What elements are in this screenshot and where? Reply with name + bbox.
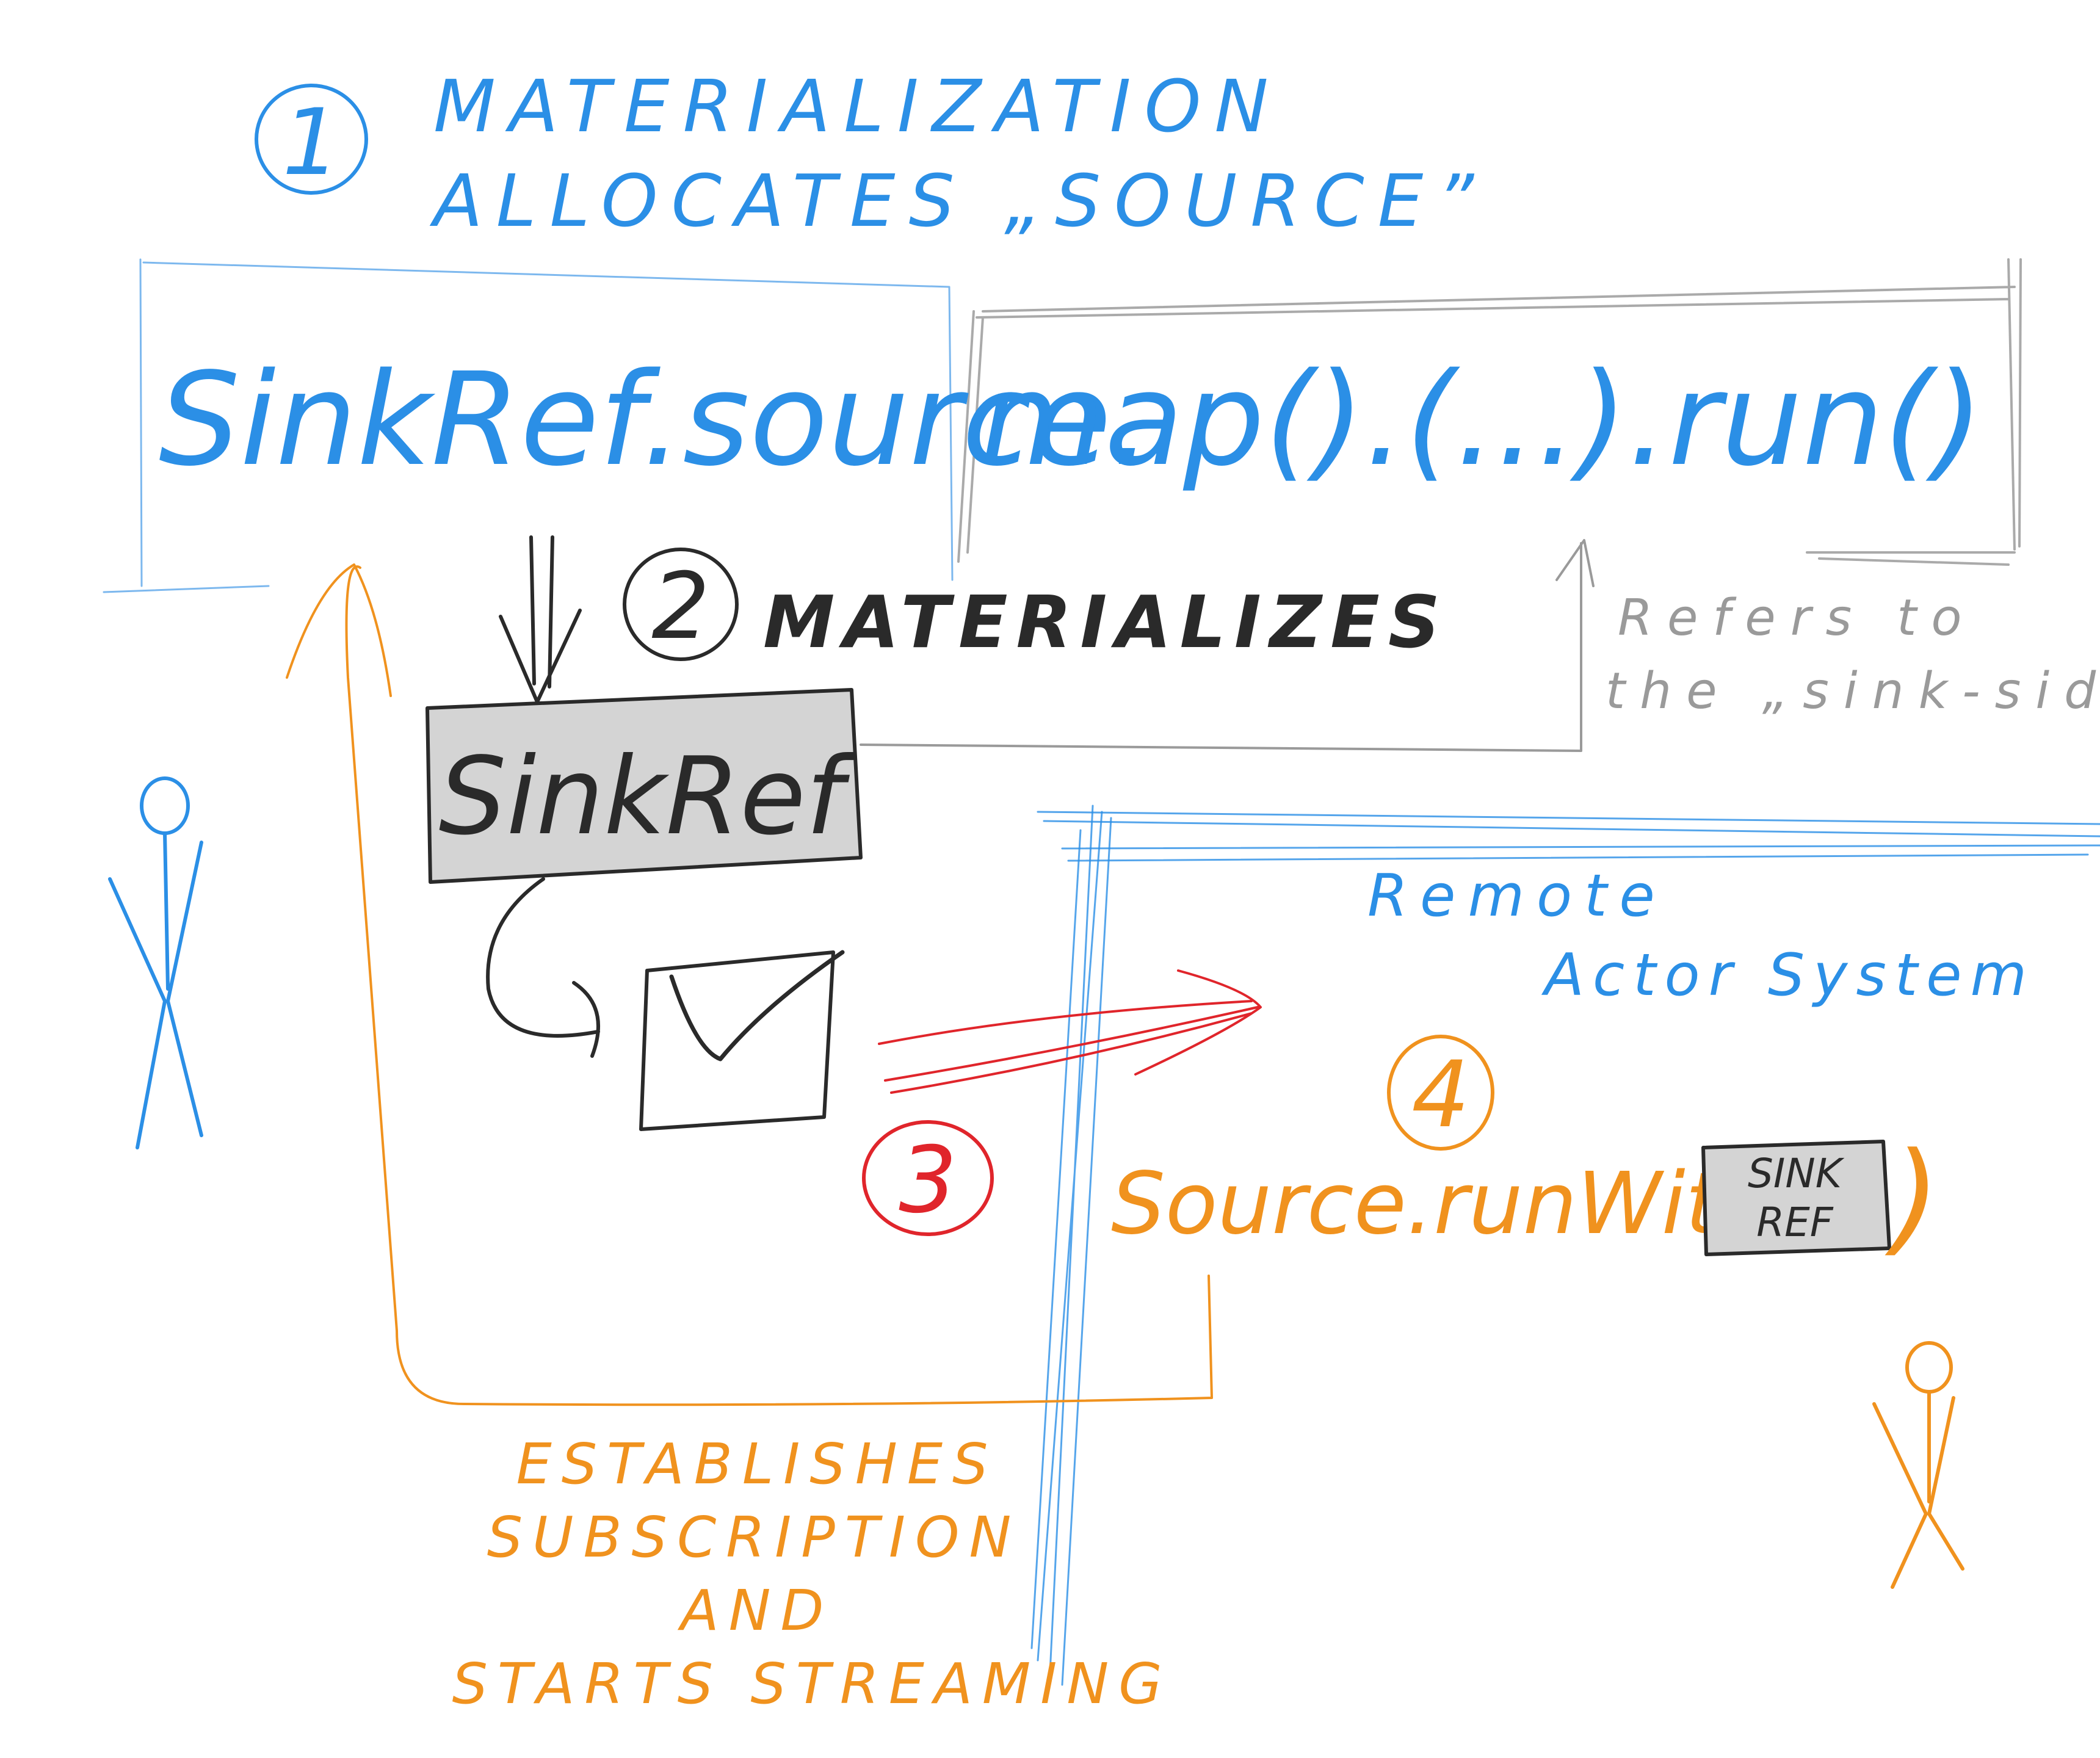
establishes-line3: AND <box>678 1578 834 1643</box>
refers-line1: Refers to <box>1618 589 1977 647</box>
step4-mini-sinkref-box <box>1701 1140 1891 1256</box>
refers-line2: the „sink-side” <box>1606 662 2100 720</box>
checkbox-square <box>639 950 835 1131</box>
code-run-part: map().(...).run() <box>980 345 1983 494</box>
step3-circle <box>862 1120 994 1236</box>
stick-figure-icon <box>108 776 203 1149</box>
red-arrow-icon <box>878 969 1262 1094</box>
remote-boundary: Remote Actor System <box>1030 805 2100 1686</box>
source-bracket <box>103 258 954 593</box>
code-source-part: SinkRef.source. <box>159 345 1152 494</box>
refers-connector <box>860 539 1595 752</box>
step2-number: 2 <box>651 554 709 660</box>
step1-number: 1 <box>282 90 340 196</box>
step3-number: 3 <box>899 1127 957 1234</box>
step3-group: 3 <box>862 969 1262 1236</box>
step2-label: MATERIALIZES <box>763 580 1449 664</box>
step4-mini-box-line2: REF <box>1756 1199 1834 1246</box>
step4-code-suffix: ) <box>1885 1126 1940 1268</box>
down-double-arrow-icon <box>499 535 582 704</box>
sinkref-box-label: SinkRef <box>439 735 857 859</box>
code-line-group: SinkRef.source. map().(...).run() <box>103 258 2022 593</box>
step4-code-prefix: Source.runWith( <box>1111 1154 1809 1254</box>
checkbox-group <box>486 877 845 1131</box>
establishes-line1: ESTABLISHES <box>516 1431 998 1497</box>
step1-circle <box>255 84 368 195</box>
step2-group: 2 MATERIALIZES <box>499 535 1449 704</box>
step4-number: 4 <box>1411 1042 1469 1148</box>
stick-figure-remote-icon <box>1872 1341 1964 1589</box>
sinkref-box <box>425 688 863 884</box>
remote-line1: Remote <box>1367 863 1667 930</box>
step2-circle <box>623 548 739 661</box>
establishes-line2: SUBSCRIPTION <box>487 1505 1021 1570</box>
run-frame <box>957 258 2022 566</box>
step4-group: 4 Source.runWith( SINK REF ) <box>1111 1035 1940 1268</box>
refers-group: Refers to the „sink-side” <box>860 539 2100 752</box>
curved-arrow-icon <box>486 877 600 1058</box>
subscription-arrow-group: ESTABLISHES SUBSCRIPTION AND STARTS STRE… <box>286 563 1213 1716</box>
step4-mini-box-line1: SINK <box>1748 1150 1845 1197</box>
sinkref-box-group: SinkRef <box>425 688 863 884</box>
step1-group: 1 MATERIALIZATION ALLOCATES „SOURCE” <box>255 64 1487 243</box>
establishes-line4: STARTS STREAMING <box>452 1651 1171 1716</box>
step4-circle <box>1387 1035 1494 1151</box>
step1-line2: ALLOCATES „SOURCE” <box>429 159 1487 243</box>
remote-line2: Actor System <box>1541 942 2035 1009</box>
subscription-arrow-icon <box>286 563 1213 1406</box>
step1-line1: MATERIALIZATION <box>433 64 1282 148</box>
checkmark-icon <box>669 950 845 1062</box>
